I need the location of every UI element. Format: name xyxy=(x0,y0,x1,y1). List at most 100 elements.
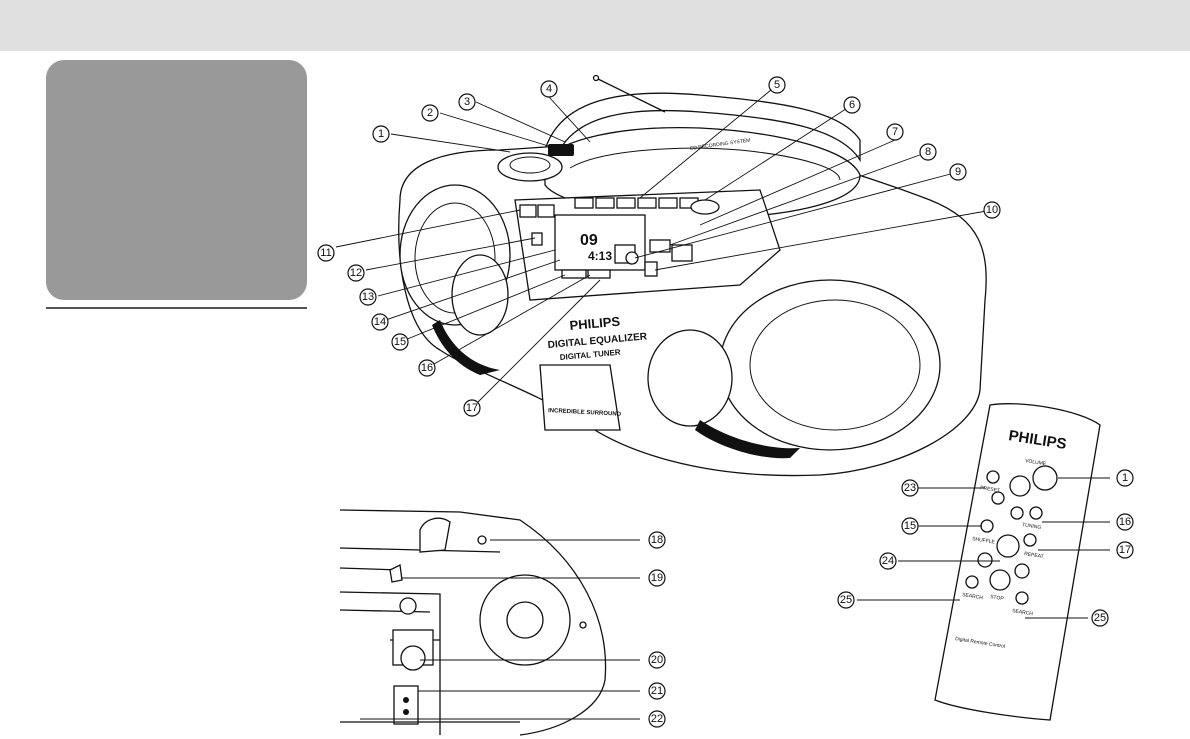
repeat-remote-button[interactable] xyxy=(1023,533,1037,547)
shuffle-button[interactable] xyxy=(561,269,587,279)
divider-rule xyxy=(46,307,307,309)
carry-handle xyxy=(544,92,861,163)
surround-badge: INCREDIBLE SURROUND xyxy=(548,408,622,418)
rec-button[interactable] xyxy=(644,261,658,277)
svg-text:13: 13 xyxy=(362,291,374,303)
remote-shuffle-label: SHUFFLE xyxy=(972,536,996,546)
svg-text:25: 25 xyxy=(1094,612,1106,624)
svg-text:14: 14 xyxy=(374,316,386,328)
section-title-box xyxy=(46,60,307,300)
callout-16: 16 xyxy=(418,359,436,377)
svg-text:3: 3 xyxy=(464,96,470,108)
callout-7: 7 xyxy=(886,123,904,141)
remote-body xyxy=(934,403,1101,721)
cd-button[interactable] xyxy=(658,197,678,209)
callout-13: 13 xyxy=(359,288,377,306)
svg-text:2: 2 xyxy=(427,107,433,119)
display-track: 09 xyxy=(580,232,598,249)
preset-up-button[interactable] xyxy=(986,470,1000,484)
callout-3: 3 xyxy=(458,93,476,111)
preset-down-button[interactable] xyxy=(991,491,1005,505)
callout-17: 17 xyxy=(463,399,481,417)
svg-text:23: 23 xyxy=(904,482,916,494)
tape-button[interactable] xyxy=(519,204,537,218)
shuffle-remote-button[interactable] xyxy=(980,519,994,533)
callout-22: 22 xyxy=(648,710,666,728)
repeat-button[interactable] xyxy=(587,269,611,279)
callout-12: 12 xyxy=(347,264,365,282)
cd-button[interactable] xyxy=(616,197,636,209)
callout-18: 18 xyxy=(648,531,666,549)
tuning-button[interactable] xyxy=(671,244,693,262)
top-banner xyxy=(0,0,1190,51)
right-speaker xyxy=(719,279,941,451)
aux-input-jack[interactable] xyxy=(393,685,419,725)
remote-preset-label: PRESET xyxy=(980,485,1001,494)
callout-23: 23 xyxy=(901,479,919,497)
callout-6: 6 xyxy=(843,96,861,114)
tuning-down-button[interactable] xyxy=(1010,506,1024,520)
play-pause-button[interactable] xyxy=(996,534,1020,558)
back-hinge xyxy=(419,517,451,553)
cd-button-row xyxy=(574,197,720,215)
remote-illustration: PHILIPS VOLUME PRESET TUNING SHUFFLE REP… xyxy=(934,403,1101,721)
back-screw-small xyxy=(477,535,487,545)
svg-text:12: 12 xyxy=(350,267,362,279)
display-time: 4:13 xyxy=(588,249,612,263)
boombox-illustration: CD RECORDING SYSTEM 09 4:13 xyxy=(398,74,987,477)
svg-text:1: 1 xyxy=(1122,472,1128,484)
prev-button[interactable] xyxy=(977,552,993,568)
svg-text:11: 11 xyxy=(320,247,331,259)
svg-text:8: 8 xyxy=(925,146,931,158)
callout-24: 24 xyxy=(879,552,897,570)
svg-text:20: 20 xyxy=(651,654,663,666)
remote-tuning-label: TUNING xyxy=(1022,522,1042,531)
headphone-button[interactable] xyxy=(531,232,543,246)
search-forward-button[interactable] xyxy=(1015,591,1029,605)
svg-text:18: 18 xyxy=(651,534,663,546)
callout-16-remote: 16 xyxy=(1116,513,1134,531)
remote-search-left-label: SEARCH xyxy=(962,592,984,601)
cd-button[interactable] xyxy=(637,197,657,209)
volume-down-button[interactable] xyxy=(1009,475,1031,497)
callout-21: 21 xyxy=(648,682,666,700)
tape-button[interactable] xyxy=(537,204,555,218)
callout-25-left: 25 xyxy=(837,591,855,609)
cd-button[interactable] xyxy=(595,197,615,209)
svg-text:4: 4 xyxy=(546,83,552,95)
svg-text:15: 15 xyxy=(394,336,406,348)
callout-14: 14 xyxy=(371,313,389,331)
svg-text:22: 22 xyxy=(651,713,663,725)
callout-4: 4 xyxy=(540,80,558,98)
remote-volume-label: VOLUME xyxy=(1025,458,1047,467)
svg-text:17: 17 xyxy=(466,402,478,414)
svg-text:5: 5 xyxy=(774,79,780,91)
tuning-button[interactable] xyxy=(649,239,671,253)
next-button[interactable] xyxy=(1014,563,1030,579)
callout-25-right: 25 xyxy=(1091,609,1109,627)
callout-2: 2 xyxy=(421,104,439,122)
volume-up-button[interactable] xyxy=(1032,465,1058,491)
callout-19: 19 xyxy=(648,569,666,587)
svg-text:10: 10 xyxy=(986,204,998,216)
callout-8: 8 xyxy=(919,143,937,161)
callout-11: 11 xyxy=(317,244,335,262)
ir-sensor xyxy=(625,251,639,265)
ac-mains-socket[interactable] xyxy=(400,645,426,671)
stop-button[interactable] xyxy=(989,569,1011,591)
svg-text:21: 21 xyxy=(651,685,663,697)
cassette-door[interactable] xyxy=(539,364,621,431)
search-back-button[interactable] xyxy=(965,575,979,589)
front-brand: PHILIPS xyxy=(569,314,621,333)
tuning-up-button[interactable] xyxy=(1029,506,1043,520)
callout-15: 15 xyxy=(391,333,409,351)
svg-text:17: 17 xyxy=(1119,544,1131,556)
callout-1: 1 xyxy=(372,125,390,143)
open-close-button[interactable] xyxy=(690,199,720,215)
function-selector[interactable] xyxy=(548,144,574,156)
svg-text:24: 24 xyxy=(882,555,894,567)
remote-search-right-label: SEARCH xyxy=(1012,608,1034,617)
cd-button[interactable] xyxy=(574,197,594,209)
callout-15-remote: 15 xyxy=(901,517,919,535)
